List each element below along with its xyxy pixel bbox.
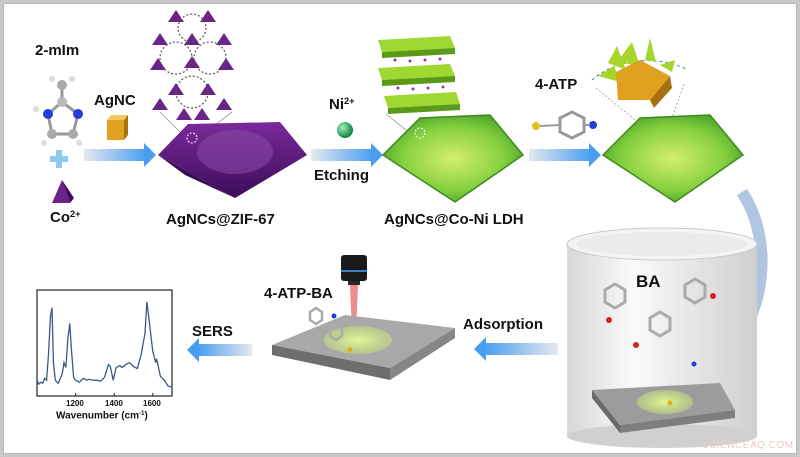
cobalt-charge: 2+	[70, 209, 81, 219]
xtick-1600: 1600	[143, 399, 161, 408]
sers-spectrum-chart	[36, 289, 173, 397]
label-4-atp-ba: 4-ATP-BA	[264, 285, 333, 302]
zif67-polyhedron-icon	[158, 122, 307, 198]
arrow-left-adsorption	[474, 337, 558, 361]
functionalized-ldh-polyhedron-icon	[601, 114, 745, 203]
xtick-1200: 1200	[66, 399, 84, 408]
label-agnc: AgNC	[94, 92, 136, 109]
benzaldehyde-molecule-icon	[603, 277, 707, 338]
label-sers: SERS	[192, 323, 233, 340]
zif-framework-inset-icon	[150, 10, 234, 139]
cobalt-symbol: Co	[50, 209, 70, 227]
nickel-charge: 2+	[344, 96, 355, 106]
arrow-left-sers	[187, 338, 252, 362]
cube-ldh-inset-icon	[591, 38, 689, 125]
label-agncs-co-ni-ldh: AgNCs@Co-Ni LDH	[384, 211, 524, 228]
nickel-ion-icon	[337, 122, 353, 138]
silver-nanocube-icon	[107, 115, 128, 140]
x-axis-label: Wavenumber (cm-1)	[56, 410, 148, 422]
2-mim-molecule-icon	[33, 76, 83, 146]
nickel-symbol: Ni	[329, 96, 344, 114]
ldh-polyhedron-icon	[381, 114, 525, 203]
arrow-right-1	[84, 143, 156, 167]
label-2-mim: 2-mIm	[35, 42, 80, 59]
arrow-right-3	[529, 143, 601, 167]
cobalt-tetrahedron-icon	[52, 180, 74, 203]
sers-substrate-icon	[272, 306, 455, 380]
ldh-layers-inset-icon	[378, 36, 460, 139]
arrow-right-2	[311, 143, 383, 167]
substrate-in-beaker-icon	[592, 361, 735, 433]
watermark: SCIENCEAQ.COM	[702, 440, 794, 451]
label-adsorption: Adsorption	[463, 316, 543, 333]
label-ba: BA	[636, 272, 661, 291]
xtick-1400: 1400	[105, 399, 123, 408]
label-agncs-zif67: AgNCs@ZIF-67	[166, 211, 275, 228]
label-nickel-ion: Ni2+	[329, 96, 355, 113]
4-atp-molecule-icon	[532, 110, 597, 140]
label-4-atp: 4-ATP	[535, 76, 578, 93]
label-cobalt-ion: Co2+	[50, 209, 81, 226]
plus-icon	[50, 150, 68, 168]
label-etching: Etching	[314, 167, 369, 184]
